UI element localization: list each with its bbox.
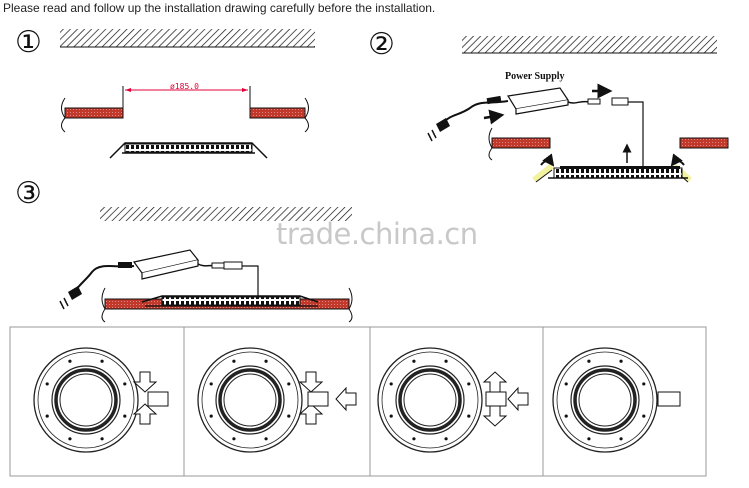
power-supply-label: Power Supply — [505, 71, 565, 82]
lamp-top-view-1 — [33, 347, 139, 453]
cutout-dimension — [122, 86, 251, 108]
arrow-icon-2a — [483, 83, 632, 163]
step-1-number: ① — [15, 25, 42, 60]
power-supply-box — [507, 87, 570, 115]
ceiling-hatch-1 — [60, 29, 315, 47]
plug-icon-2 — [427, 118, 450, 142]
ceiling-hatch-2 — [462, 36, 717, 53]
step-3-number: ③ — [15, 176, 42, 211]
ceiling-hatch-3 — [100, 207, 352, 221]
lamp-top-view-2 — [197, 347, 303, 453]
panel4-clip — [657, 391, 681, 407]
output-cable-2 — [567, 97, 644, 170]
step-2-number: ② — [368, 27, 395, 62]
power-supply-box-3 — [132, 249, 200, 280]
panel-light-3 — [141, 295, 319, 307]
instruction-text: Please read and follow up the installati… — [3, 1, 436, 15]
cutout-label: ø185.0 — [170, 82, 199, 91]
lamp-top-view-4 — [552, 347, 658, 453]
panel-light-1 — [109, 142, 268, 159]
input-cable-2 — [443, 95, 509, 123]
watermark: trade.china.cn — [276, 217, 478, 251]
panel2-arrows — [298, 371, 357, 425]
panel3-arrows — [482, 371, 529, 427]
ceiling-board-2 — [488, 127, 729, 161]
ceiling-board-1 — [61, 97, 309, 133]
bottom-panel-frame — [9, 326, 707, 477]
panel1-arrows — [132, 371, 169, 425]
plug-icon-3 — [59, 286, 82, 310]
lamp-top-view-3 — [377, 347, 483, 453]
input-cable-3 — [75, 262, 135, 291]
output-cable-3 — [197, 261, 259, 298]
panel-light-2 — [548, 166, 688, 179]
